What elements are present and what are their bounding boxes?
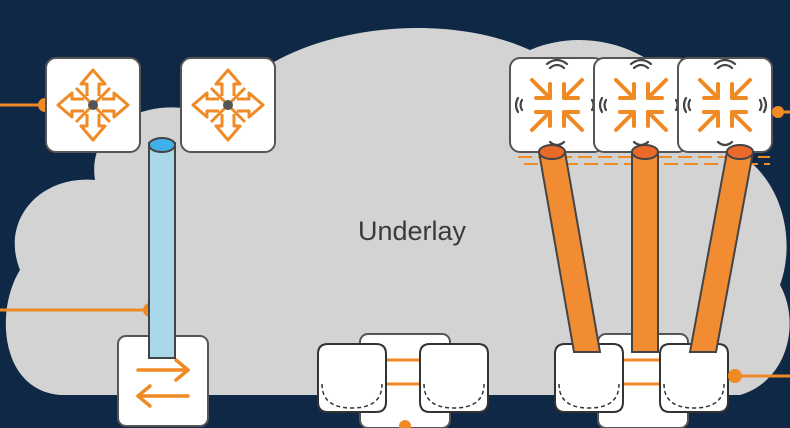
access-point-icon bbox=[554, 343, 624, 413]
connector-line-gateway-3 bbox=[772, 106, 790, 118]
router-1-icon[interactable] bbox=[44, 56, 142, 154]
access-point-group-1[interactable] bbox=[317, 333, 489, 428]
tunnel-blue bbox=[148, 137, 176, 359]
underlay-label: Underlay bbox=[358, 216, 467, 246]
access-point-icon bbox=[659, 343, 729, 413]
tunnel-orange-2 bbox=[631, 144, 659, 353]
access-point-icon bbox=[317, 343, 387, 413]
gateway-2-icon[interactable] bbox=[592, 56, 690, 154]
tunnel-orange-1 bbox=[537, 144, 602, 353]
gateway-3-icon[interactable] bbox=[676, 56, 774, 154]
router-2-icon[interactable] bbox=[179, 56, 277, 154]
connector-line-router-1 bbox=[0, 98, 52, 112]
access-point-group-2[interactable] bbox=[554, 333, 729, 428]
gateway-1-icon[interactable] bbox=[508, 56, 606, 154]
connector-line-ap-group-2 bbox=[728, 369, 790, 383]
tunnel-orange-3 bbox=[688, 144, 755, 353]
access-point-icon bbox=[419, 343, 489, 413]
